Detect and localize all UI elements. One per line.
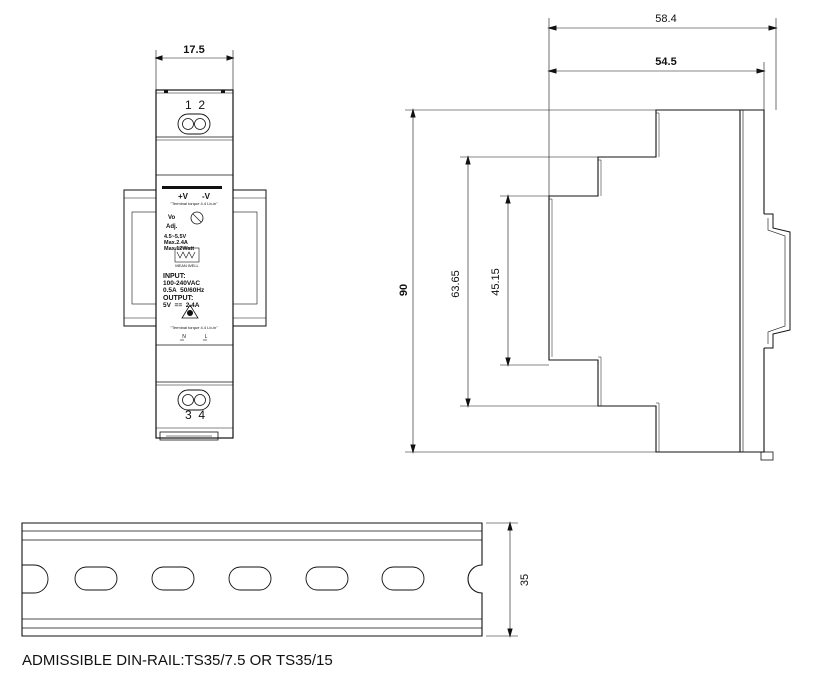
vo-adjust-potentiometer[interactable] (190, 211, 204, 225)
din-clip (764, 213, 791, 349)
torque-note-top: "Terminal torque 4.4 Lb-in" (170, 201, 218, 206)
bottom-terminal-screws (177, 389, 211, 411)
brand-logo (174, 247, 200, 263)
rail-slot (228, 566, 272, 591)
max-current: Max.2.4A (164, 240, 188, 246)
side-profile (548, 109, 740, 453)
vo-label: Vo (168, 215, 176, 221)
front-width-dimension (154, 50, 235, 90)
front-width-label: 17.5 (183, 44, 204, 56)
top-terminal-numbers: 1 2 (185, 98, 205, 112)
n-terminal-label: N (182, 334, 186, 340)
torque-note-bottom: "Terminal torque 4.4 Lb-in" (170, 325, 218, 330)
input-voltage: 100-240VAC (163, 280, 200, 287)
bottom-terminal-numbers: 3 4 (185, 408, 205, 422)
depth-total-label: 58.4 (655, 13, 676, 25)
plus-v-label: +V (178, 192, 189, 201)
input-current: 0.5A 50/60Hz (163, 287, 205, 294)
rail-slot (381, 566, 425, 591)
certification-mark (181, 304, 199, 319)
top-terminal-screws (177, 113, 211, 135)
voltage-range: 4.5~5.5V (164, 234, 187, 240)
brand-name: MEAN WELL (175, 263, 199, 268)
rail-outline (21, 522, 483, 637)
minus-v-label: -V (202, 192, 211, 201)
rail-slot (74, 566, 118, 591)
front-view (123, 50, 267, 441)
max-power: Max.12Watt (164, 246, 194, 252)
adj-label: Adj. (166, 224, 178, 230)
rail-height-label: 35 (519, 574, 531, 586)
input-label: INPUT: (163, 273, 186, 280)
din-rail-view (21, 521, 518, 638)
output-values: 5V == 2.4A (163, 302, 200, 309)
side-view (405, 18, 791, 461)
rail-slot (151, 566, 195, 591)
height-label: 90 (398, 284, 410, 296)
rail-slot (305, 566, 349, 591)
depth-body-label: 54.5 (655, 56, 676, 68)
step-outer-label: 63.65 (450, 270, 462, 298)
l-terminal-label: L (205, 334, 208, 340)
step-inner-label: 45.15 (490, 268, 502, 296)
housing-front (155, 89, 234, 439)
din-rail-caption: ADMISSIBLE DIN-RAIL:TS35/7.5 OR TS35/15 (22, 652, 333, 669)
output-label: OUTPUT: (163, 295, 193, 302)
